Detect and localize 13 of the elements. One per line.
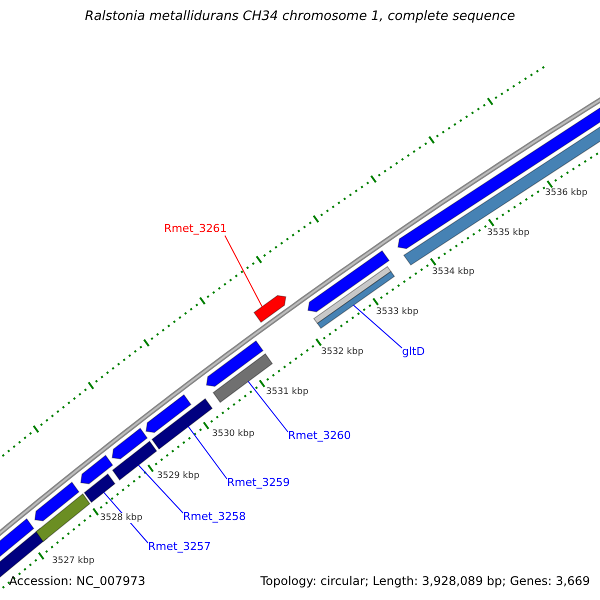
scale-label: 3530 kbp	[212, 429, 254, 440]
genome-summary-text: Topology: circular; Length: 3,928,089 bp; Genes: 3,669	[260, 575, 590, 589]
scale-label: 3533 kbp	[376, 307, 418, 318]
scale-label: 3536 kbp	[545, 188, 588, 198]
scale-label: 3532 kbp	[321, 347, 364, 358]
scale-label: 3528 kbp	[100, 513, 142, 524]
accession-text: Accession: NC_007973	[9, 575, 146, 589]
map-title: Ralstonia metallidurans CH34 chromosome 1, complete sequence	[84, 10, 516, 25]
scale-label: 3529 kbp	[157, 471, 200, 482]
scale-label: 3527 kbp	[52, 556, 94, 566]
scale-label: 3534 kbp	[432, 267, 474, 278]
scale-label: 3535 kbp	[487, 228, 530, 238]
scale-label: 3531 kbp	[266, 387, 308, 398]
